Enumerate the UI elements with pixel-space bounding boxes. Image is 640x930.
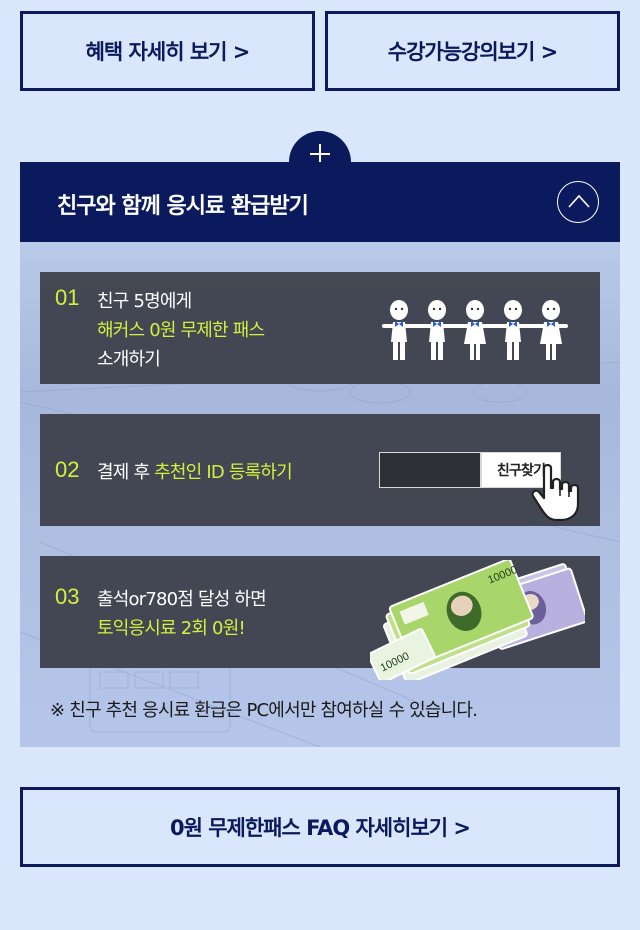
step-3-line-1: 출석or780점 달성 하면 [97,589,267,610]
step-1-line-2: 해커스 0원 무제한 패스 [97,320,265,341]
step-number: 03 [55,584,80,609]
step-2-text-before: 결제 후 [97,462,155,483]
recommender-id-input[interactable] [379,452,481,488]
pc-only-notice: ※ 친구 추천 응시료 환급은 PC에서만 참여하실 수 있습니다. [50,700,478,721]
step-2-box: 02 결제 후 추천인 ID 등록하기 친구찾기 [40,414,600,526]
hand-pointer-icon [531,464,580,522]
step-1-line-1: 친구 5명에게 [97,291,192,312]
step-number: 02 [55,457,80,482]
step-1-line-3: 소개하기 [97,349,161,370]
step-1-box: 01 친구 5명에게 해커스 0원 무제한 패스 소개하기 [40,272,600,384]
banknotes-illustration: 10000 10000 [370,560,585,680]
available-courses-button[interactable]: 수강가능강의보기 > [325,11,620,91]
friends-illustration [382,300,568,360]
collapse-button[interactable] [557,181,599,223]
event-header: 친구와 함께 응시료 환급받기 [20,162,620,242]
step-3-line-2: 토익응시료 2회 0원! [97,618,246,639]
step-2-text: 결제 후 추천인 ID 등록하기 [97,458,293,484]
step-2-text-highlight: 추천인 ID 등록하기 [154,462,293,483]
step-number: 01 [55,285,80,310]
benefit-details-button[interactable]: 혜택 자세히 보기 > [20,11,315,91]
event-panel: 01 친구 5명에게 해커스 0원 무제한 패스 소개하기 [20,242,620,747]
chevron-up-icon [568,194,590,208]
faq-details-button[interactable]: 0원 무제한패스 FAQ 자세히보기 > [20,787,620,867]
event-title: 친구와 함께 응시료 환급받기 [57,194,309,219]
